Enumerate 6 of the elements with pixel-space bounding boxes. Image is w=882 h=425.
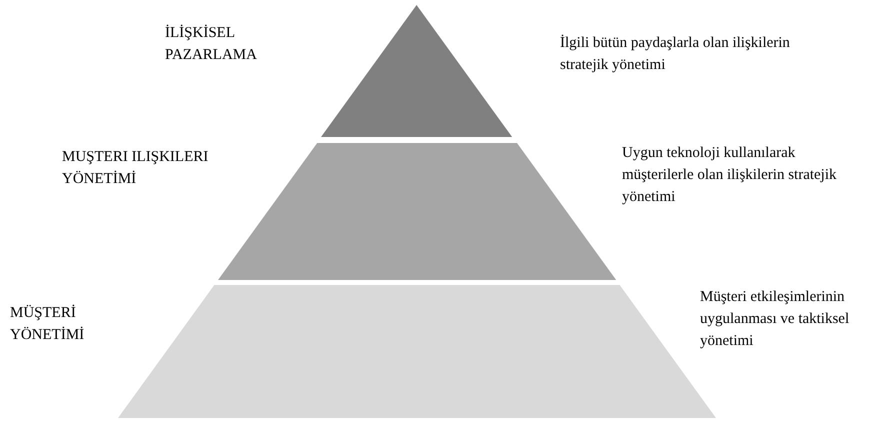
level-title: MÜŞTERİ YÖNETİMİ bbox=[10, 304, 86, 345]
level-description: Uygun teknoloji kullanılarak müşterilerle olan ilişkilerin stratejik yönetimi bbox=[622, 144, 837, 207]
level-title: İLİŞKİSEL PAZARLAMA bbox=[165, 24, 258, 65]
level-title: MUŞTERI ILIŞKILERI YÖNETİMİ bbox=[62, 148, 210, 189]
level-description: İlgili bütün paydaşlarla olan ilişkilerin stratejik yönetimi bbox=[560, 34, 790, 75]
level-description: Müşteri etkileşimlerinin uygulanması ve taktiksel yönetimi bbox=[700, 288, 850, 351]
